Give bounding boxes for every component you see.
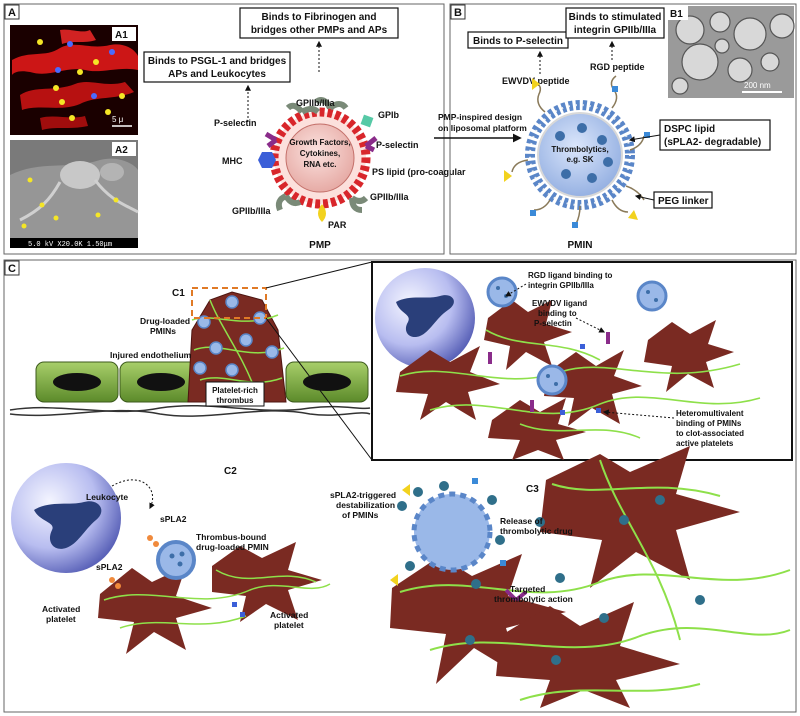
c3-illustration xyxy=(390,446,791,708)
c2-activated-left-2: platelet xyxy=(46,614,76,624)
pmp-par: PAR xyxy=(328,220,347,230)
pmp-pselectin-left: P-selectin xyxy=(214,118,257,128)
c1-drug-loaded-1: Drug-loaded xyxy=(140,316,190,326)
dspc-line-1: DSPC lipid xyxy=(664,124,715,135)
b1-label: B1 xyxy=(670,9,683,20)
c2-spla2-b: sPLA2 xyxy=(96,562,123,572)
c2-activated-right-1: Activated xyxy=(270,610,308,620)
pmp-core-1: Growth Factors, xyxy=(289,138,350,147)
inset-hetero-3: to clot-associated xyxy=(676,429,744,438)
c3-targeted-2: thrombolytic action xyxy=(494,594,573,604)
c1-injured: Injured endothelium xyxy=(110,350,192,360)
arrow-label-1: PMP-inspired design xyxy=(438,112,522,122)
c3-triggered-1: sPLA2-triggered xyxy=(330,490,396,500)
box-fibrinogen xyxy=(239,7,399,39)
a1-micrograph: A1 5 μ xyxy=(10,25,138,135)
c1-drug-loaded-2: PMINs xyxy=(150,326,176,336)
inset-ewvdv-2: binding to xyxy=(538,309,577,318)
inset-hetero-1: Heteromultivalent xyxy=(676,409,744,418)
c3-release-2: thrombolytic drug xyxy=(500,526,573,536)
pmin-title: PMIN xyxy=(568,240,593,251)
inset-ewvdv-3: P-selectin xyxy=(534,319,572,328)
box-pselectin xyxy=(467,31,569,49)
pmin-core-2: e.g. SK xyxy=(566,155,593,164)
panel-c-label: C xyxy=(8,263,16,275)
panel-c-frame xyxy=(3,259,797,713)
box-gpiib-line-1: Binds to stimulated xyxy=(569,12,662,23)
pmp-core-2: Cytokines, xyxy=(300,149,340,158)
panel-b-frame xyxy=(449,3,797,255)
box-psgl-line-2: APs and Leukocytes xyxy=(168,69,266,80)
a1-scale: 5 μ xyxy=(112,115,124,124)
rgd-label: RGD peptide xyxy=(590,62,645,72)
inset-rgd-1: RGD ligand binding to xyxy=(528,271,613,280)
peg-label: PEG linker xyxy=(658,196,709,207)
c2-label: C2 xyxy=(224,466,237,477)
c3-label: C3 xyxy=(526,484,539,495)
c1-thrombus-1: Platelet-rich xyxy=(212,386,258,395)
c3-triggered-3: of PMINs xyxy=(342,510,379,520)
pmp-gp-bottom-left: GPIIb/IIIa xyxy=(232,206,272,216)
c2-leukocyte: Leukocyte xyxy=(86,492,128,502)
pmp-ps-lipid: PS lipid (pro-coagular xyxy=(372,167,466,177)
panel-a-frame xyxy=(3,3,445,255)
panel-b-label: B xyxy=(454,7,462,19)
c1-inset xyxy=(371,261,793,461)
c2-spla2-a: sPLA2 xyxy=(160,514,187,524)
box-psgl-line-1: Binds to PSGL-1 and bridges xyxy=(148,56,287,67)
pmin-core-1: Thrombolytics, xyxy=(551,145,608,154)
a2-micrograph: A2 5.0 kV X20.0K 1.50μm xyxy=(10,140,139,249)
c2-activated-left-1: Activated xyxy=(42,604,80,614)
c2-illustration xyxy=(11,463,331,654)
box-pselectin-text: Binds to P-selectin xyxy=(473,36,563,47)
pmp-particle xyxy=(258,97,378,222)
pmp-gp-bottom-right: GPIIb/IIIa xyxy=(370,192,410,202)
c2-activated-right-2: platelet xyxy=(274,620,304,630)
dspc-line-2: (sPLA2- degradable) xyxy=(664,137,761,148)
a1-label: A1 xyxy=(115,30,128,41)
box-gpiib xyxy=(565,7,665,39)
pmp-pselectin-right: P-selectin xyxy=(376,140,419,150)
c1-label: C1 xyxy=(172,288,185,299)
pmin-particle xyxy=(504,75,650,228)
panel-a-label: A xyxy=(8,7,16,19)
pmp-gpib: GPIb xyxy=(378,110,400,120)
box-fibrinogen-line-1: Binds to Fibrinogen and xyxy=(262,12,377,23)
box-fibrinogen-line-2: bridges other PMPs and APs xyxy=(251,25,388,36)
c3-triggered-2: destabilization xyxy=(336,500,395,510)
box-gpiib-line-2: integrin GPIIb/IIIa xyxy=(574,25,657,36)
c2-bound-2: drug-loaded PMIN xyxy=(196,542,269,552)
inset-hetero-2: binding of PMINs xyxy=(676,419,742,428)
inset-hetero-4: active platelets xyxy=(676,439,734,448)
b1-micrograph: B1 200 nm xyxy=(668,6,795,98)
c3-targeted-1: Targeted xyxy=(510,584,545,594)
inset-rgd-2: integrin GPIIb/IIIa xyxy=(528,281,594,290)
c3-release-1: Release of xyxy=(500,516,543,526)
b1-scale: 200 nm xyxy=(744,81,771,90)
pmp-title: PMP xyxy=(309,240,331,251)
arrow-label-2: on liposomal platform xyxy=(438,123,527,133)
pmp-gp-top: GPIIb/IIIa xyxy=(296,98,336,108)
box-psgl xyxy=(143,51,291,83)
c2-bound-1: Thrombus-bound xyxy=(196,532,266,542)
a2-label: A2 xyxy=(115,145,128,156)
inset-ewvdv-1: EWVDV ligand xyxy=(532,299,587,308)
c1-thrombus-2: thrombus xyxy=(217,396,254,405)
c1-vessel xyxy=(9,261,373,461)
pmp-core-3: RNA etc. xyxy=(303,160,336,169)
pmp-mhc: MHC xyxy=(222,156,243,166)
a2-footer: 5.0 kV X20.0K 1.50μm xyxy=(28,241,112,249)
box-dspc xyxy=(659,119,771,151)
